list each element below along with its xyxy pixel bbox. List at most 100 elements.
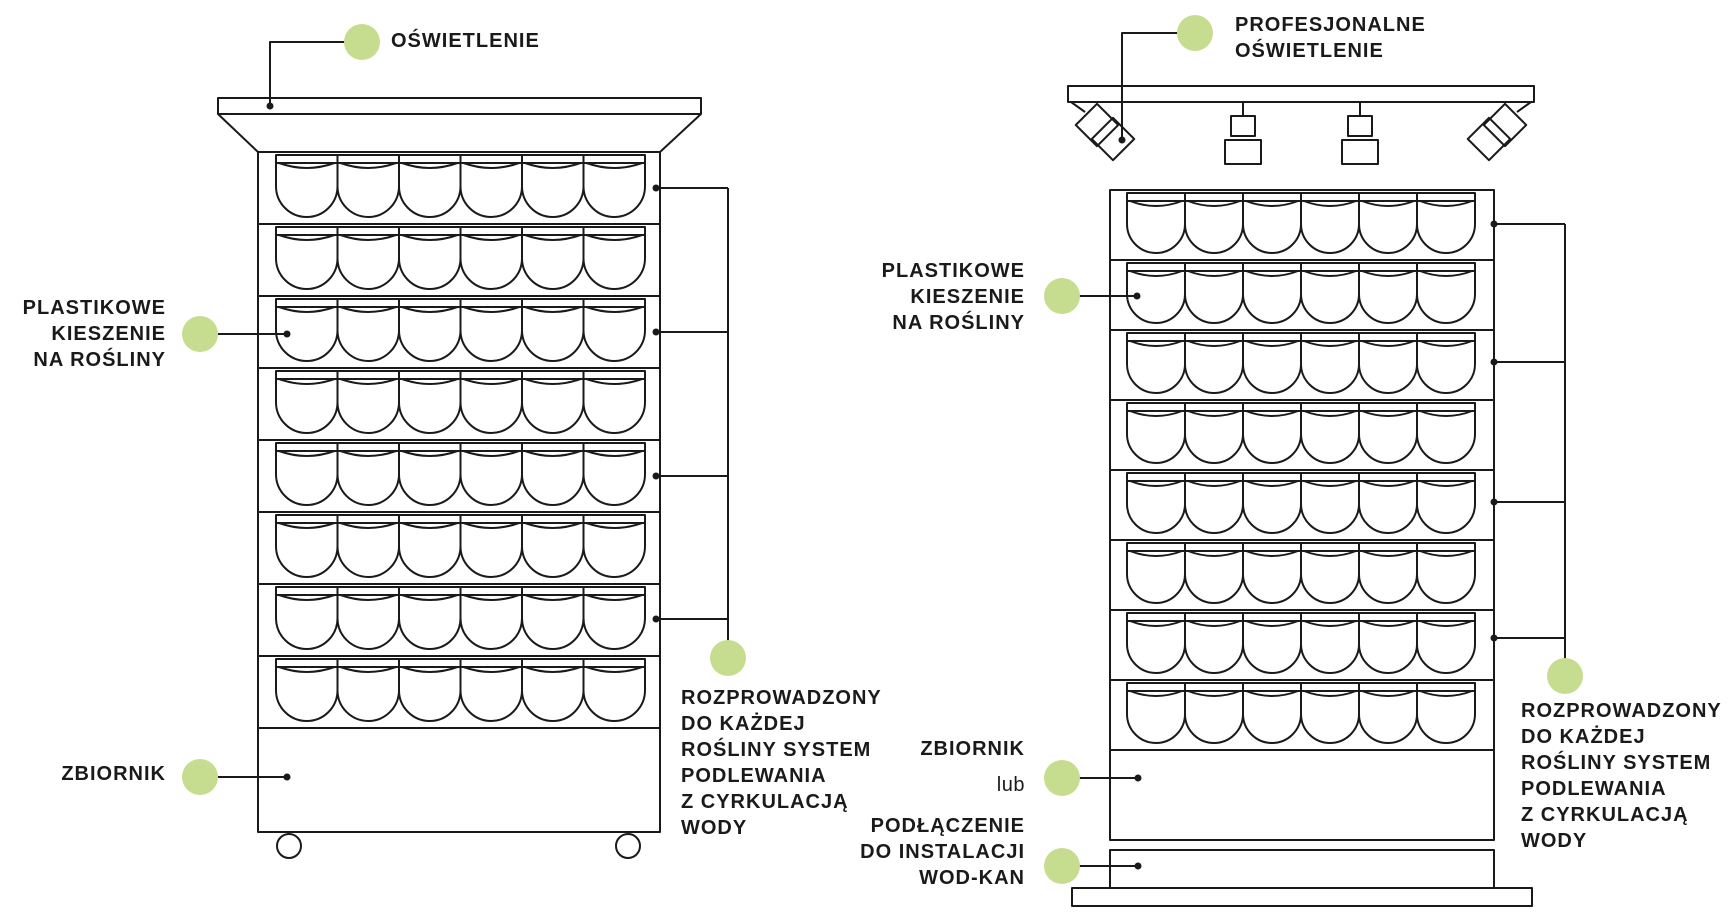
- left-plant-pocket: [521, 154, 585, 218]
- right-rack-frame: [1109, 189, 1495, 841]
- right-plant-pocket: [1416, 192, 1476, 254]
- right-hanging-light: [1341, 139, 1379, 165]
- left-pocket-lip: [340, 594, 397, 601]
- left-plant-pocket: [459, 586, 523, 650]
- left-lighting-leader: [269, 41, 362, 106]
- left-pocket-lip: [463, 378, 520, 385]
- left-plant-pocket: [398, 658, 462, 722]
- right-pocket-lip: [1187, 550, 1241, 557]
- left-irrigation-line-1: ROZPROWADZONY: [681, 687, 882, 709]
- right-hanging-light: [1347, 115, 1373, 137]
- left-plant-pocket: [459, 514, 523, 578]
- left-plant-pocket: [398, 370, 462, 434]
- right-irrigation-line-3: ROŚLINY SYSTEM: [1521, 752, 1712, 774]
- left-pocket-lip: [278, 450, 335, 457]
- left-pocket-lip: [401, 378, 458, 385]
- right-pocket-lip: [1419, 200, 1473, 207]
- left-pockets-anchor: [283, 330, 291, 338]
- left-pocket-lip: [524, 306, 581, 313]
- right-pocket-lip: [1187, 270, 1241, 277]
- right-plant-pocket: [1184, 682, 1244, 744]
- left-pocket-lip: [278, 378, 335, 385]
- right-plant-pocket: [1416, 472, 1476, 534]
- right-connection-line-2: DO INSTALACJI: [860, 841, 1025, 863]
- right-irrigation-line-6: WODY: [1521, 830, 1588, 852]
- left-pocket-lip: [586, 306, 643, 313]
- left-pocket-lip: [340, 666, 397, 673]
- right-plant-pocket: [1126, 332, 1186, 394]
- left-pocket-lip: [340, 162, 397, 169]
- right-pocket-lip: [1129, 690, 1183, 697]
- left-pocket-lip: [278, 522, 335, 529]
- left-pocket-lip: [524, 234, 581, 241]
- right-pocket-lip: [1129, 410, 1183, 417]
- left-plant-pocket: [398, 298, 462, 362]
- left-irrigation-label: ROZPROWADZONY DO KAŻDEJ ROŚLINY SYSTEM P…: [681, 685, 882, 841]
- left-light-hood: [217, 113, 702, 153]
- left-pocket-lip: [524, 594, 581, 601]
- right-spot-light: [1090, 116, 1136, 162]
- left-irrigation-line-6: WODY: [681, 817, 748, 839]
- right-pocket-lip: [1245, 550, 1299, 557]
- left-pocket-lip: [586, 450, 643, 457]
- left-pocket-lip: [586, 378, 643, 385]
- right-plant-pocket: [1416, 262, 1476, 324]
- right-pocket-lip: [1303, 690, 1357, 697]
- left-pocket-lip: [586, 234, 643, 241]
- right-pocket-lip: [1419, 550, 1473, 557]
- right-pocket-lip: [1361, 410, 1415, 417]
- right-plant-pocket: [1300, 472, 1360, 534]
- left-wheel: [276, 833, 302, 859]
- left-plant-pocket: [275, 298, 339, 362]
- right-pockets-anchor: [1133, 292, 1141, 300]
- left-pockets-line-3: NA ROŚLINY: [33, 349, 166, 371]
- right-pocket-lip: [1303, 480, 1357, 487]
- right-plant-pocket: [1242, 262, 1302, 324]
- right-rack: [1067, 85, 1535, 907]
- right-plant-pocket: [1242, 542, 1302, 604]
- right-plant-pocket: [1126, 402, 1186, 464]
- left-rack: [217, 97, 702, 859]
- left-pocket-lip: [340, 234, 397, 241]
- left-plant-pocket: [398, 154, 462, 218]
- left-wheel: [615, 833, 641, 859]
- left-plant-pocket: [398, 226, 462, 290]
- right-pocket-lip: [1361, 620, 1415, 627]
- left-pocket-lip: [586, 594, 643, 601]
- right-pocket-lip: [1419, 690, 1473, 697]
- left-pocket-lip: [463, 666, 520, 673]
- right-plant-pocket: [1358, 402, 1418, 464]
- right-pockets-label: PLASTIKOWE KIESZENIE NA ROŚLINY: [830, 258, 1025, 336]
- right-pocket-lip: [1129, 480, 1183, 487]
- right-plant-pocket: [1358, 262, 1418, 324]
- left-plant-pocket: [275, 370, 339, 434]
- right-irrigation-line-5: Z CYRKULACJĄ: [1521, 804, 1689, 826]
- right-pocket-lip: [1361, 340, 1415, 347]
- left-plant-pocket: [398, 586, 462, 650]
- right-lighting-line-1: PROFESJONALNE: [1235, 14, 1426, 36]
- right-connection-dot: [1044, 848, 1080, 884]
- right-plant-pocket: [1184, 472, 1244, 534]
- left-pocket-lip: [278, 162, 335, 169]
- left-plant-pocket: [521, 226, 585, 290]
- left-pocket-lip: [524, 522, 581, 529]
- right-pocket-lip: [1361, 480, 1415, 487]
- right-lighting-dot: [1177, 15, 1213, 51]
- left-pocket-lip: [278, 594, 335, 601]
- left-plant-pocket: [275, 154, 339, 218]
- right-plant-pocket: [1358, 472, 1418, 534]
- right-pocket-lip: [1245, 620, 1299, 627]
- right-plant-pocket: [1358, 612, 1418, 674]
- right-lighting-label: PROFESJONALNE OŚWIETLENIE: [1235, 12, 1426, 64]
- right-plant-pocket: [1184, 262, 1244, 324]
- right-tank-label: ZBIORNIK: [920, 738, 1025, 760]
- left-pocket-lip: [586, 666, 643, 673]
- left-plant-pocket: [521, 586, 585, 650]
- left-pocket-lip: [586, 522, 643, 529]
- right-plant-pocket: [1358, 192, 1418, 254]
- right-irrigation-anchor: [1490, 634, 1498, 642]
- right-pocket-lip: [1303, 410, 1357, 417]
- left-plant-pocket: [275, 226, 339, 290]
- right-light-arm: [1070, 101, 1086, 113]
